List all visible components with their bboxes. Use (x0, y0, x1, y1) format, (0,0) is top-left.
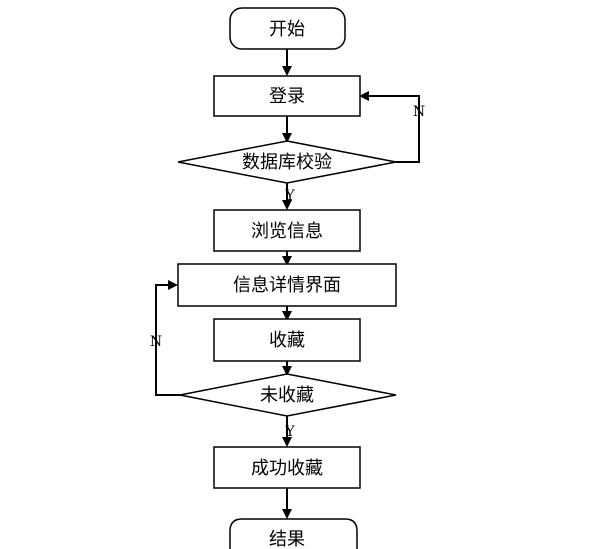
db-check-decision-label: 数据库校验 (242, 152, 332, 173)
end-node-label: 结果 (269, 529, 305, 549)
start-node (229, 7, 346, 50)
browse-node-label: 浏览信息 (251, 221, 323, 242)
edge-db-check-no-loop (359, 91, 420, 163)
detail-node (177, 263, 397, 307)
browse-node (213, 209, 361, 252)
favorite-node-label: 收藏 (269, 330, 305, 351)
detail-node-label: 信息详情界面 (233, 275, 341, 296)
edge-not-favorited-no-loop (155, 280, 180, 396)
not-favorited-decision (179, 373, 397, 417)
not-favorited-decision-label: 未收藏 (260, 385, 314, 406)
start-node-label: 开始 (269, 19, 305, 40)
end-node (229, 518, 358, 549)
favorite-node (213, 318, 361, 362)
not-favorited-yes-label: Y (284, 424, 295, 440)
db-check-decision (177, 140, 397, 184)
success-node (213, 446, 361, 489)
not-favorited-no-label: N (150, 334, 162, 350)
db-check-yes-label: Y (284, 188, 295, 204)
success-node-label: 成功收藏 (251, 458, 323, 479)
login-node-label: 登录 (269, 86, 305, 107)
db-check-no-label: N (413, 104, 425, 120)
login-node (213, 75, 361, 117)
